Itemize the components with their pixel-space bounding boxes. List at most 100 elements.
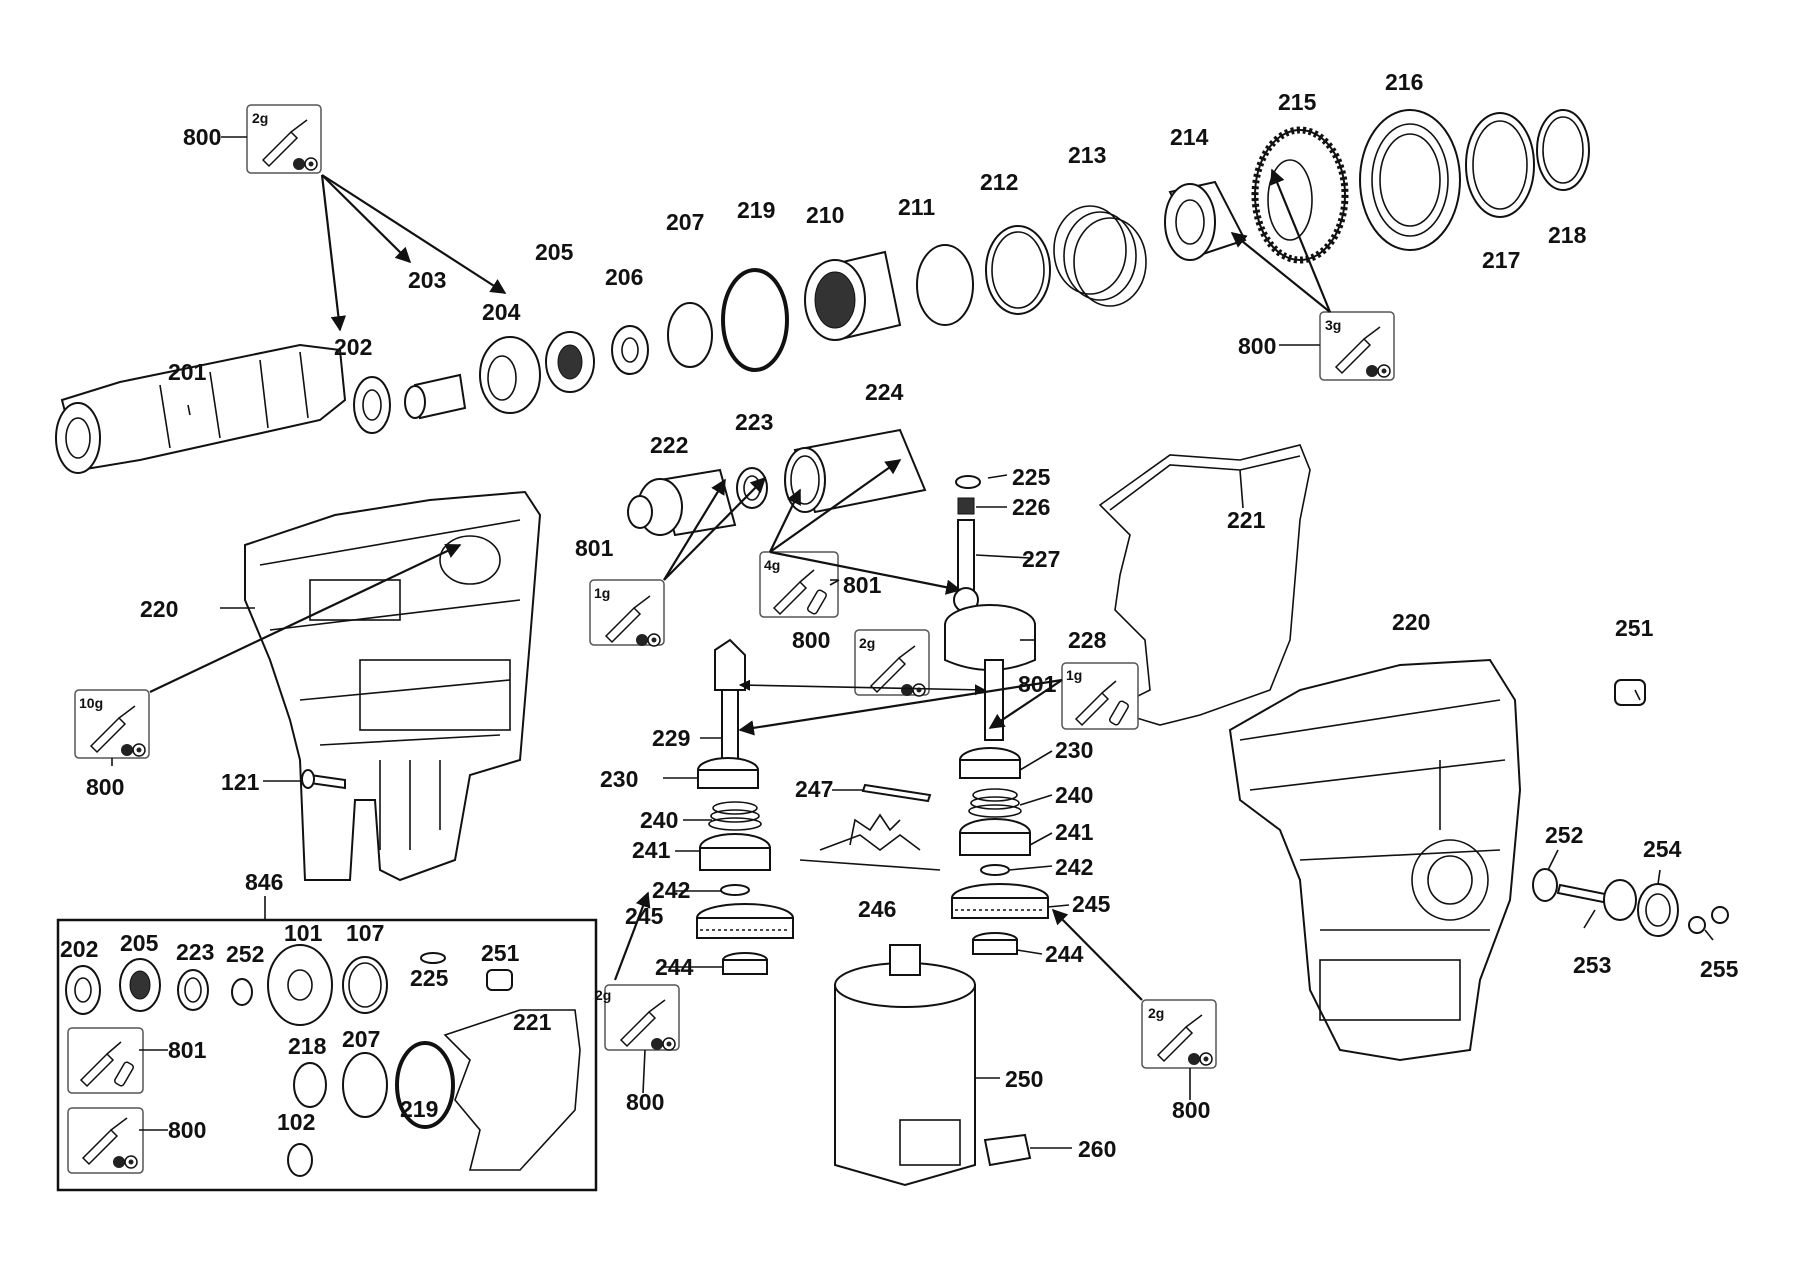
label-219: 219	[737, 197, 775, 223]
kit-3-amount: 10g	[79, 695, 103, 711]
part-217-ring	[1465, 112, 1535, 218]
label-214: 214	[1170, 124, 1209, 150]
kit-8-amount: 2g	[595, 987, 611, 1003]
set-846-labels: 846 202 205 223 252 101 107 225 251 221 …	[60, 869, 552, 1143]
kit-box-7	[1061, 662, 1139, 730]
label-204: 204	[482, 299, 521, 325]
kit-9-ref: 800	[1172, 1097, 1210, 1123]
part-241-clutch-left	[699, 833, 771, 871]
part-241-clutch-right	[959, 818, 1031, 856]
set-846-box	[56, 918, 598, 1192]
part-244-bearing-left	[722, 952, 768, 975]
label-228: 228	[1068, 627, 1107, 653]
kit-box-8	[604, 984, 680, 1051]
kit-5-amount: 4g	[764, 557, 780, 573]
label-224: 224	[865, 379, 904, 405]
label-253: 253	[1573, 952, 1611, 978]
part-213-spring	[1053, 205, 1147, 307]
label-229: 229	[652, 725, 690, 751]
part-207-ring	[667, 302, 713, 368]
part-251-cap	[1614, 679, 1646, 706]
kit-2-ref: 800	[1238, 333, 1276, 359]
part-202-washer	[353, 376, 391, 434]
kit-6-ref: 800	[792, 627, 830, 653]
label-226: 226	[1012, 494, 1050, 520]
part-227-pin	[953, 519, 979, 613]
kit-5-ref: 801	[843, 572, 882, 598]
label-217: 217	[1482, 247, 1520, 273]
part-226-spring	[957, 497, 975, 515]
set-item-218: 218	[288, 1033, 327, 1059]
label-201: 201	[168, 359, 207, 385]
label-205: 205	[535, 239, 574, 265]
kit-box-9	[1141, 999, 1217, 1069]
part-205-seal	[545, 331, 595, 393]
set-item-800: 800	[168, 1117, 206, 1143]
label-245-left: 245	[625, 903, 664, 929]
label-244-left: 244	[655, 954, 694, 980]
label-213: 213	[1068, 142, 1106, 168]
set-item-219: 219	[400, 1096, 438, 1122]
label-246: 246	[858, 896, 896, 922]
part-210-needle-bearing	[804, 250, 902, 341]
part-220-right-housing	[1228, 658, 1522, 1062]
part-230-bearing-left	[697, 757, 759, 789]
label-223: 223	[735, 409, 773, 435]
set-item-207: 207	[342, 1026, 380, 1052]
part-240-spring-right	[968, 788, 1022, 818]
label-216: 216	[1385, 69, 1423, 95]
leader-lines	[111, 136, 1714, 1149]
part-245-gear-left	[696, 903, 794, 939]
part-240-spring-left	[708, 801, 762, 831]
part-201-spindle	[55, 343, 347, 474]
label-202: 202	[334, 334, 372, 360]
kit-box-5	[759, 551, 839, 618]
part-247-pin	[861, 783, 932, 803]
label-230-right: 230	[1055, 737, 1093, 763]
kit-2-amount: 3g	[1325, 317, 1341, 333]
label-241-left: 241	[632, 837, 671, 863]
kit-4-amount: 1g	[594, 585, 610, 601]
part-229-shaft	[714, 638, 746, 766]
part-255-screws	[1688, 906, 1729, 934]
label-240-right: 240	[1055, 782, 1093, 808]
part-225-washer	[955, 475, 981, 489]
part-216-bearing	[1359, 109, 1461, 251]
set-item-102: 102	[277, 1109, 315, 1135]
label-220-left: 220	[140, 596, 178, 622]
label-220-right: 220	[1392, 609, 1430, 635]
label-250: 250	[1005, 1066, 1043, 1092]
kit-4-ref: 801	[575, 535, 614, 561]
set-item-252: 252	[226, 941, 264, 967]
part-252-oring	[1532, 868, 1558, 902]
kit-8-ref: 800	[626, 1089, 664, 1115]
part-242-washer-left	[720, 884, 750, 896]
label-244-right: 244	[1045, 941, 1084, 967]
label-221: 221	[1227, 507, 1266, 533]
kit-7-ref: 801	[1018, 671, 1057, 697]
kit-6-amount: 2g	[859, 635, 875, 651]
label-203: 203	[408, 267, 446, 293]
part-214-clutch-ring	[1164, 180, 1247, 261]
label-218: 218	[1548, 222, 1587, 248]
kit-box-2	[1319, 311, 1395, 381]
set-846-title: 846	[245, 869, 283, 895]
label-260: 260	[1078, 1136, 1116, 1162]
arrows	[149, 168, 1332, 1001]
label-215: 215	[1278, 89, 1317, 115]
kit-9-amount: 2g	[1148, 1005, 1164, 1021]
label-241-right: 241	[1055, 819, 1094, 845]
label-227: 227	[1022, 546, 1060, 572]
part-254-washer	[1637, 883, 1679, 937]
label-242-right: 242	[1055, 854, 1093, 880]
kit-box-4	[589, 579, 665, 647]
set-item-205: 205	[120, 930, 159, 956]
set-item-801: 801	[168, 1037, 207, 1063]
label-254: 254	[1643, 836, 1682, 862]
part-219-oring	[721, 268, 789, 372]
set-item-202: 202	[60, 936, 98, 962]
label-230-left: 230	[600, 766, 638, 792]
set-item-225: 225	[410, 965, 449, 991]
set-item-223: 223	[176, 939, 214, 965]
